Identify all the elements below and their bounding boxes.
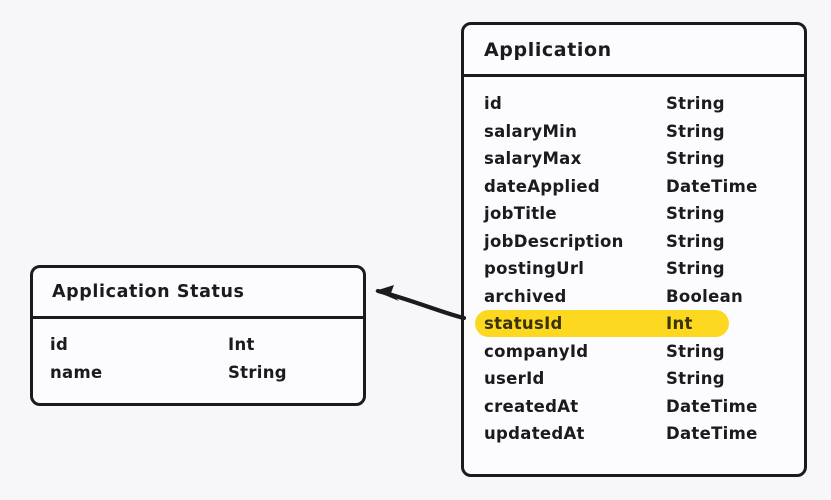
field-name: name <box>50 362 103 382</box>
field-type: String <box>666 94 725 114</box>
field-row[interactable]: userId String <box>484 365 804 393</box>
field-type: DateTime <box>666 396 758 416</box>
field-type: DateTime <box>666 176 758 196</box>
field-row[interactable]: id String <box>484 90 804 118</box>
field-row[interactable]: jobTitle String <box>484 200 804 228</box>
field-row[interactable]: updatedAt DateTime <box>484 420 804 448</box>
entity-application-status-title: Application Status <box>52 282 245 302</box>
field-type: String <box>666 121 725 141</box>
field-name: dateApplied <box>484 176 601 196</box>
entity-application-status-header: Application Status <box>33 268 363 319</box>
field-row[interactable]: salaryMax String <box>484 145 804 173</box>
highlight-marker <box>475 310 729 337</box>
field-row[interactable]: companyId String <box>484 338 804 366</box>
field-type: Int <box>228 335 255 355</box>
field-name: id <box>484 94 503 114</box>
field-name: jobTitle <box>484 204 557 224</box>
field-type: Int <box>666 314 693 334</box>
field-row[interactable]: dateApplied DateTime <box>484 173 804 201</box>
field-name: postingUrl <box>484 259 585 279</box>
field-row[interactable]: name String <box>50 359 363 387</box>
field-type: Boolean <box>666 286 744 306</box>
entity-application-status[interactable]: Application Status id Int name String <box>30 265 366 406</box>
field-type: String <box>666 204 725 224</box>
field-row[interactable]: postingUrl String <box>484 255 804 283</box>
field-type: String <box>666 369 725 389</box>
field-type: String <box>228 362 287 382</box>
field-type: String <box>666 341 725 361</box>
field-row[interactable]: salaryMin String <box>484 118 804 146</box>
entity-application-status-fields: id Int name String <box>33 319 363 386</box>
field-type: String <box>666 259 725 279</box>
field-type: DateTime <box>666 424 758 444</box>
field-row[interactable]: id Int <box>50 331 363 359</box>
field-row[interactable]: jobDescription String <box>484 228 804 256</box>
field-name: salaryMax <box>484 149 582 169</box>
field-type: String <box>666 149 725 169</box>
field-name: id <box>50 335 69 355</box>
entity-application-header: Application <box>464 25 804 77</box>
field-row[interactable]: statusId Int <box>475 310 804 338</box>
field-name: userId <box>484 369 545 389</box>
relation-arrow-to-application-status <box>375 285 467 321</box>
field-name: companyId <box>484 341 589 361</box>
field-name: salaryMin <box>484 121 578 141</box>
field-name: createdAt <box>484 396 579 416</box>
arrow-left-icon <box>375 285 467 321</box>
field-name: jobDescription <box>484 231 624 251</box>
field-name: updatedAt <box>484 424 585 444</box>
field-name: archived <box>484 286 567 306</box>
field-type: String <box>666 231 725 251</box>
field-row[interactable]: archived Boolean <box>484 283 804 311</box>
field-row[interactable]: createdAt DateTime <box>484 393 804 421</box>
entity-application-title: Application <box>484 38 612 61</box>
field-name: statusId <box>484 314 563 334</box>
